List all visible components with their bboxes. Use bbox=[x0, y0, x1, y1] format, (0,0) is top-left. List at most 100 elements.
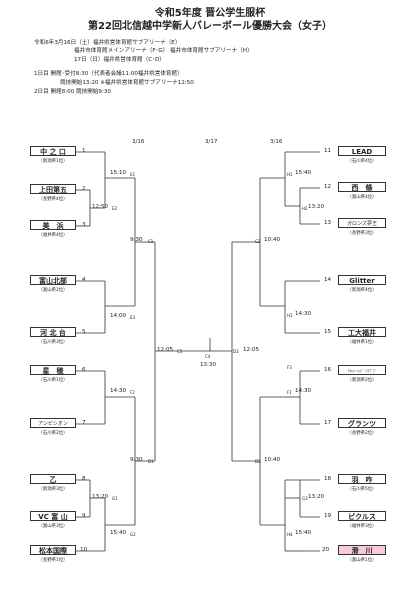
court-code: H4 bbox=[287, 532, 293, 537]
team-prefecture: （新潟県4位） bbox=[347, 288, 377, 293]
team-box: 羽 咋 bbox=[338, 474, 386, 484]
info-line-4: 1日目 開館･受付8:30（代表者会議11:00福井県営体育館） bbox=[34, 71, 183, 77]
match-time: 13:20 bbox=[308, 494, 325, 500]
page-subtitle: 第22回北信越中学新人バレーボール優勝大会（女子） bbox=[88, 21, 332, 32]
info-line-2: 福井市体育館メインアリーナ（F･G） 福井市体育館サブアリーナ（H） bbox=[74, 48, 253, 54]
team-box: 乙 bbox=[30, 474, 76, 484]
date-right: 3/16 bbox=[270, 139, 283, 145]
team-prefecture: （石川県3位） bbox=[38, 340, 68, 345]
team-box: Glitter bbox=[338, 275, 386, 285]
date-center: 3/17 bbox=[205, 139, 218, 145]
team-number: 19 bbox=[324, 513, 332, 519]
team-prefecture: （石川県2位） bbox=[38, 431, 68, 436]
info-line-3: 17日（日）福井県営体育館（C･D） bbox=[74, 57, 165, 63]
team-box: 富山北部 bbox=[30, 275, 76, 285]
match-time: 14:00 bbox=[110, 313, 127, 319]
team-box: 松本国際 bbox=[30, 545, 76, 555]
team-prefecture: （富山県1位） bbox=[347, 558, 377, 563]
team-number: 7 bbox=[82, 420, 86, 426]
team-number: 3 bbox=[82, 222, 86, 228]
team-prefecture: （石川県4位） bbox=[347, 159, 377, 164]
court-code: D1 bbox=[148, 459, 154, 464]
team-number: 15 bbox=[324, 329, 332, 335]
team-box: VC 富 山 bbox=[30, 511, 76, 521]
court-code: E2 bbox=[112, 206, 118, 211]
court-code: F1 bbox=[287, 390, 292, 395]
team-number: 9 bbox=[82, 513, 86, 519]
team-box: 美 浜 bbox=[30, 220, 76, 230]
team-number: 18 bbox=[324, 476, 332, 482]
team-prefecture: （新潟県1位） bbox=[38, 159, 68, 164]
court-code: H2 bbox=[302, 206, 308, 211]
info-line-5: 競技開始13:20 ※福井県営体育館サブアリーナ12:50 bbox=[60, 80, 194, 86]
team-number: 16 bbox=[324, 367, 332, 373]
court-code: C1 bbox=[148, 239, 154, 244]
team-prefecture: （福井県4位） bbox=[38, 233, 68, 238]
team-prefecture: （新潟県3位） bbox=[38, 487, 68, 492]
team-prefecture: （長野県4位） bbox=[38, 197, 68, 202]
team-prefecture: （石川県1位） bbox=[38, 378, 68, 383]
info-line-6: 2日目 開館8:00 競技開始9:30 bbox=[34, 89, 111, 95]
team-prefecture: （富山県2位） bbox=[38, 288, 68, 293]
team-prefecture: （石川県5位） bbox=[347, 487, 377, 492]
court-code: E3 bbox=[130, 315, 136, 320]
page-title: 令和5年度 晋公学生服杯 bbox=[154, 8, 266, 19]
team-number: 14 bbox=[324, 277, 332, 283]
team-box: ｱｷﾑﾒ･ﾚｯﾄﾞ･ｴｸﾌﾞﾌﾞ bbox=[338, 365, 386, 375]
match-time: 15:40 bbox=[110, 530, 127, 536]
team-box: LEAD bbox=[338, 146, 386, 156]
match-time: 13:20 bbox=[92, 494, 109, 500]
team-number: 13 bbox=[324, 220, 332, 226]
match-time: 14:30 bbox=[295, 388, 312, 394]
team-number: 1 bbox=[82, 148, 86, 154]
info-line-1: 令和6年3月16日（土）福井県営体育館サブアリーナ（E） bbox=[34, 40, 181, 46]
match-time: 15:40 bbox=[295, 170, 312, 176]
court-code: G3 bbox=[302, 496, 308, 501]
match-time: 9:30 bbox=[130, 457, 143, 463]
court-code: C2 bbox=[255, 239, 261, 244]
team-box: ピクルス bbox=[338, 511, 386, 521]
team-prefecture: （長野県2位） bbox=[347, 431, 377, 436]
match-time: 14:30 bbox=[295, 311, 312, 317]
match-time: 15:10 bbox=[110, 170, 127, 176]
court-code: F3 bbox=[287, 365, 292, 370]
match-time: 9:30 bbox=[130, 237, 143, 243]
team-prefecture: （福井県3位） bbox=[347, 524, 377, 529]
team-number: 6 bbox=[82, 367, 86, 373]
match-time: 10:40 bbox=[264, 237, 281, 243]
match-time: 12:05 bbox=[243, 347, 260, 353]
match-time: 10:40 bbox=[264, 457, 281, 463]
team-number: 11 bbox=[324, 148, 332, 154]
match-time: 14:30 bbox=[110, 388, 127, 394]
team-number: 20 bbox=[322, 547, 330, 553]
team-box: アンビシオン bbox=[30, 418, 76, 428]
team-number: 12 bbox=[324, 184, 332, 190]
court-code: E1 bbox=[130, 172, 136, 177]
court-code: H1 bbox=[287, 172, 293, 177]
court-code: G2 bbox=[130, 532, 136, 537]
team-prefecture: （新潟県2位） bbox=[347, 378, 377, 383]
team-prefecture: （富山県3位） bbox=[38, 524, 68, 529]
team-prefecture: （長野県3位） bbox=[347, 231, 377, 236]
court-code: F2 bbox=[130, 390, 135, 395]
team-box: 河 北 台 bbox=[30, 327, 76, 337]
team-prefecture: （長野県1位） bbox=[38, 558, 68, 563]
team-box: 上田第五 bbox=[30, 184, 76, 194]
team-number: 10 bbox=[80, 547, 88, 553]
match-time: 12:50 bbox=[92, 204, 109, 210]
court-code: H3 bbox=[287, 313, 293, 318]
team-box: 西 條 bbox=[338, 182, 386, 192]
team-prefecture: （富山県4位） bbox=[347, 195, 377, 200]
team-box: グランツ bbox=[338, 418, 386, 428]
team-box: 工大福井 bbox=[338, 327, 386, 337]
team-box: 星 稜 bbox=[30, 365, 76, 375]
court-code: D2 bbox=[255, 459, 261, 464]
team-number: 8 bbox=[82, 476, 86, 482]
team-number: 5 bbox=[82, 329, 86, 335]
team-prefecture: （福井県1位） bbox=[347, 340, 377, 345]
match-time: 13:30 bbox=[200, 362, 217, 368]
match-time: 13:20 bbox=[308, 204, 325, 210]
team-number: 17 bbox=[324, 420, 332, 426]
team-box: 中 之 口 bbox=[30, 146, 76, 156]
